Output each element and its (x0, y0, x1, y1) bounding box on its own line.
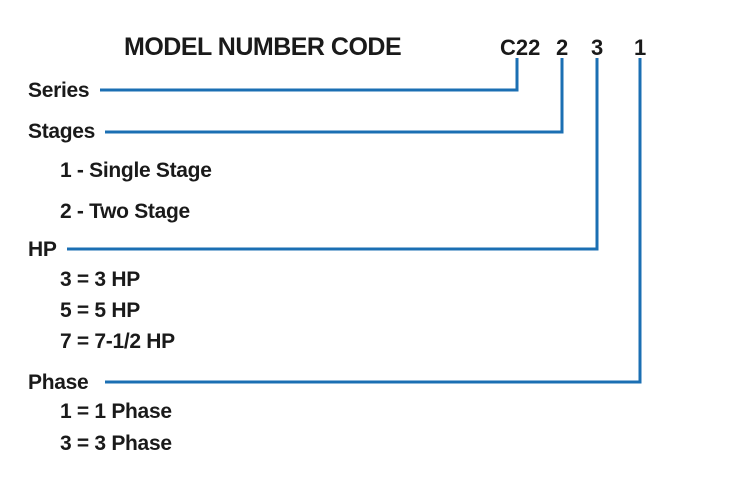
code-series: C22 (500, 35, 541, 60)
connector-hp (67, 58, 599, 251)
label-series: Series (28, 79, 90, 102)
option-hp-7: 7 = 7-1/2 HP (60, 330, 175, 353)
page-title: MODEL NUMBER CODE (124, 33, 402, 61)
option-stages-2: 2 - Two Stage (60, 200, 190, 223)
label-stages: Stages (28, 120, 96, 143)
code-phase: 1 (634, 35, 647, 60)
connector-stages (105, 58, 564, 134)
option-phase-3: 3 = 3 Phase (60, 432, 172, 455)
code-stages: 2 (556, 35, 569, 60)
label-phase: Phase (28, 371, 89, 394)
connector-phase (105, 58, 642, 384)
code-hp: 3 (591, 35, 604, 60)
option-hp-5: 5 = 5 HP (60, 299, 140, 322)
label-hp: HP (28, 238, 57, 261)
connector-series (100, 58, 519, 92)
option-stages-1: 1 - Single Stage (60, 159, 212, 182)
option-hp-3: 3 = 3 HP (60, 268, 140, 291)
option-phase-1: 1 = 1 Phase (60, 400, 172, 423)
